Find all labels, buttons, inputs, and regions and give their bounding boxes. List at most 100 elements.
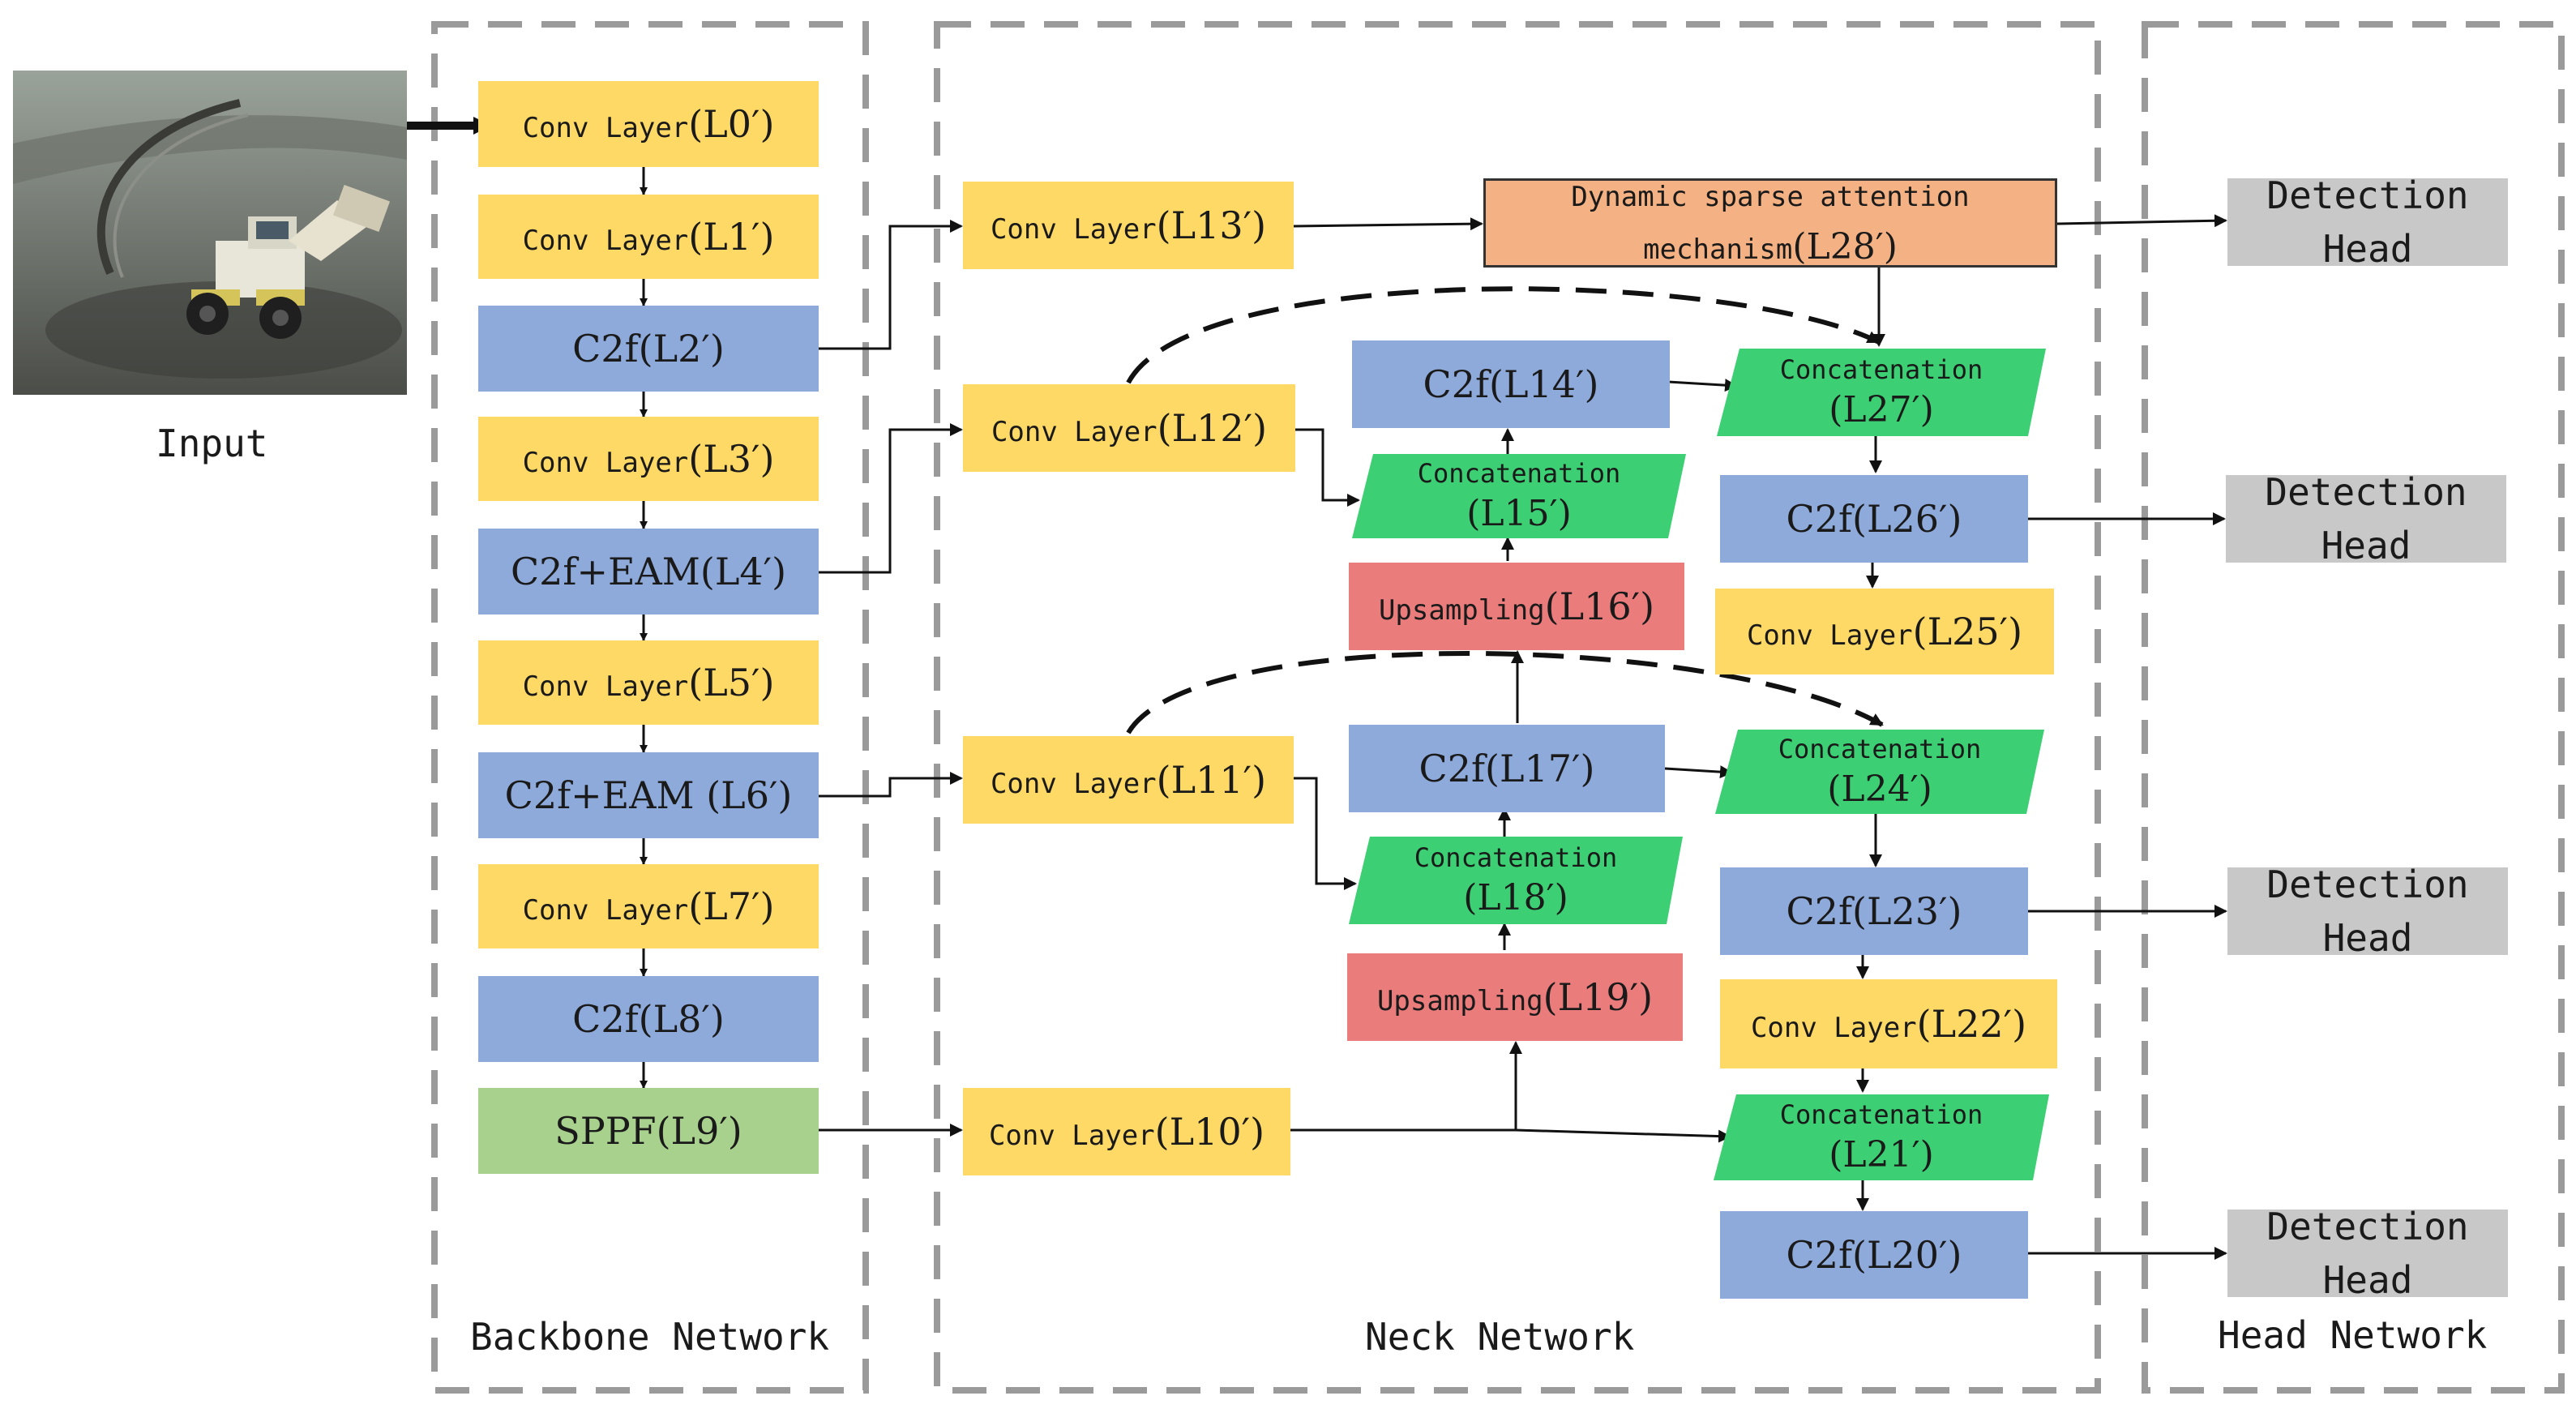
- detection-head-1: Detection Head: [2227, 173, 2508, 271]
- block-l2-type: C2f: [572, 327, 639, 370]
- block-l15: Concatenation (L15′): [1352, 454, 1686, 538]
- block-l8: C2f(L8′): [478, 976, 819, 1062]
- block-l1: Conv Layer(L1′): [478, 195, 819, 279]
- concat-shape-l18: [1349, 837, 1683, 924]
- block-l7-type: Conv Layer: [522, 894, 689, 927]
- block-l5-type: Conv Layer: [522, 670, 689, 703]
- block-l9-id: (L9′): [656, 1109, 742, 1153]
- concat-shape-l15: [1352, 454, 1686, 538]
- block-l4-id: (L4′): [700, 550, 787, 593]
- arrow-l2-l13: [819, 220, 963, 350]
- block-l20-id: (L20′): [1852, 1233, 1962, 1277]
- concat-shape-l27: [1717, 349, 2046, 436]
- block-l16-id: (L16′): [1544, 584, 1655, 628]
- block-l2: C2f(L2′): [478, 306, 819, 392]
- arrow-l11-l18: [1294, 777, 1357, 890]
- block-l6: C2f+EAM (L6′): [478, 752, 819, 838]
- block-l25-type: Conv Layer: [1746, 619, 1913, 652]
- block-l27-type: Concatenation: [1779, 354, 1983, 385]
- block-l8-id: (L8′): [638, 997, 725, 1041]
- concat-shape-l21: [1714, 1094, 2049, 1180]
- block-l3-id: (L3′): [688, 437, 775, 481]
- block-l20: C2f(L20′): [1720, 1211, 2028, 1299]
- block-l23: C2f(L23′): [1720, 867, 2028, 955]
- block-l16: Upsampling(L16′): [1349, 563, 1684, 650]
- detection-head-1-label: Detection Head: [2266, 173, 2469, 271]
- block-l21-id: (L21′): [1829, 1134, 1934, 1175]
- block-l25-id: (L25′): [1912, 610, 2023, 653]
- block-l14: C2f(L14′): [1352, 340, 1670, 428]
- block-l12-type: Conv Layer: [991, 416, 1157, 448]
- backbone-frame: [431, 21, 869, 1394]
- block-l21-type: Concatenation: [1779, 1099, 1983, 1130]
- block-l18-id: (L18′): [1463, 877, 1568, 918]
- block-l17-type: C2f: [1419, 747, 1486, 790]
- block-l9: SPPF(L9′): [478, 1088, 819, 1174]
- block-l9-type: SPPF: [554, 1109, 657, 1153]
- block-l20-type: C2f: [1786, 1233, 1853, 1277]
- block-l0: Conv Layer(L0′): [478, 81, 819, 167]
- head-frame: [2142, 21, 2565, 1394]
- block-l7: Conv Layer(L7′): [478, 864, 819, 948]
- block-l17-id: (L17′): [1485, 747, 1595, 790]
- block-l13-type: Conv Layer: [990, 213, 1157, 246]
- arrow-l4-l12: [819, 423, 963, 574]
- block-l22-id: (L22′): [1916, 1002, 2027, 1046]
- block-l24: Concatenation (L24′): [1715, 730, 2044, 814]
- block-l16-type: Upsampling: [1378, 594, 1545, 627]
- block-l28-id: (L28′): [1792, 225, 1898, 268]
- block-l28-type: Dynamic sparse attention mechanism: [1571, 180, 1970, 266]
- block-l6-type: C2f+EAM: [504, 773, 707, 817]
- block-l15-id: (L15′): [1466, 493, 1572, 534]
- block-l5: Conv Layer(L5′): [478, 640, 819, 725]
- detection-head-4-label: Detection Head: [2266, 1205, 2469, 1302]
- arrow-l28-head1: [2056, 214, 2227, 228]
- block-l1-id: (L1′): [688, 215, 775, 259]
- block-l28: Dynamic sparse attention mechanism(L28′): [1483, 178, 2057, 268]
- block-l19-id: (L19′): [1543, 975, 1654, 1019]
- block-l3: Conv Layer(L3′): [478, 417, 819, 501]
- arrow-l10-l21: [1290, 1128, 1731, 1143]
- detection-head-3-label: Detection Head: [2266, 863, 2469, 960]
- block-l23-type: C2f: [1786, 889, 1853, 933]
- block-l11: Conv Layer(L11′): [963, 736, 1294, 824]
- block-l15-type: Concatenation: [1417, 458, 1621, 489]
- block-l0-type: Conv Layer: [522, 112, 689, 144]
- block-l13-id: (L13′): [1156, 203, 1267, 247]
- input-label: Input: [156, 422, 268, 465]
- block-l17: C2f(L17′): [1349, 725, 1665, 812]
- block-l4: C2f+EAM(L4′): [478, 529, 819, 614]
- block-l26: C2f(L26′): [1720, 475, 2028, 563]
- skip-l11-l24: [1126, 651, 1884, 734]
- block-l24-type: Concatenation: [1778, 734, 1982, 764]
- block-l6-id: (L6′): [706, 773, 793, 817]
- block-l4-type: C2f+EAM: [510, 550, 700, 593]
- block-l14-id: (L14′): [1489, 362, 1599, 406]
- block-l5-id: (L5′): [688, 661, 775, 704]
- arrow-l13-l28: [1293, 217, 1483, 231]
- detection-head-3: Detection Head: [2227, 863, 2508, 960]
- block-l10: Conv Layer(L10′): [963, 1088, 1290, 1175]
- detection-head-2: Detection Head: [2226, 470, 2506, 567]
- block-l22-type: Conv Layer: [1750, 1012, 1917, 1044]
- block-l1-type: Conv Layer: [522, 225, 689, 257]
- block-l11-id: (L11′): [1156, 758, 1267, 802]
- block-l19-type: Upsampling: [1376, 985, 1543, 1017]
- block-l25: Conv Layer(L25′): [1715, 589, 2054, 674]
- neck-frame: [934, 21, 2101, 1394]
- block-l10-id: (L10′): [1154, 1110, 1265, 1154]
- input-photo: [13, 71, 407, 395]
- neck-label: Neck Network: [1365, 1315, 1635, 1359]
- arrow-l12-l15: [1295, 428, 1360, 507]
- block-l19: Upsampling(L19′): [1347, 953, 1683, 1041]
- block-l18: Concatenation (L18′): [1349, 837, 1683, 924]
- block-l21: Concatenation (L21′): [1714, 1094, 2049, 1180]
- head-label: Head Network: [2218, 1313, 2488, 1357]
- block-l26-type: C2f: [1786, 497, 1853, 541]
- block-l22: Conv Layer(L22′): [1720, 979, 2057, 1068]
- block-l7-id: (L7′): [688, 884, 775, 928]
- detection-head-4: Detection Head: [2227, 1205, 2508, 1302]
- block-l27: Concatenation (L27′): [1717, 349, 2046, 436]
- arrow-l17-l24: [1664, 765, 1733, 779]
